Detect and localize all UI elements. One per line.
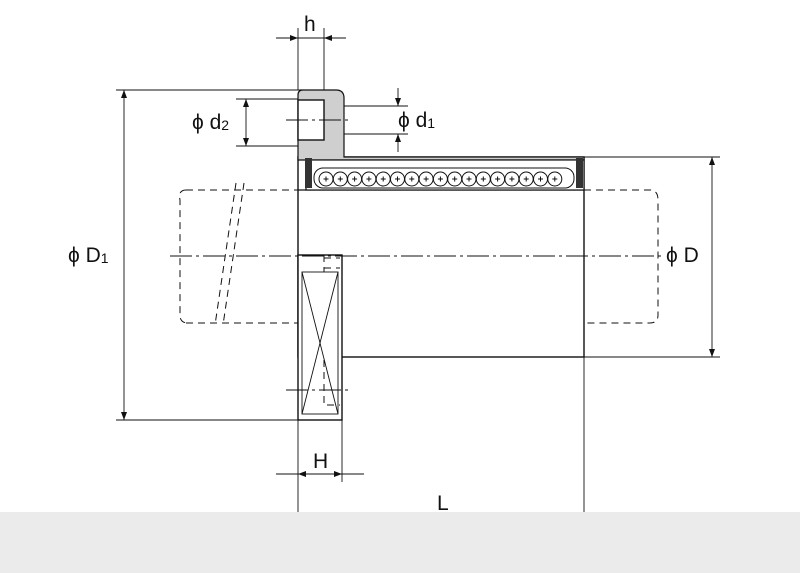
- footer-band: [0, 512, 800, 573]
- ball-center-mark: [409, 176, 415, 182]
- ball-center-mark: [366, 176, 372, 182]
- label-L: L: [437, 492, 449, 515]
- ball-center-mark: [509, 176, 515, 182]
- label-phi-d2-main: ϕ d: [192, 111, 221, 134]
- ball-center-mark: [523, 176, 529, 182]
- label-phi-d1: ϕ d1: [398, 109, 435, 132]
- center-lines: [170, 119, 664, 391]
- ball-center-mark: [452, 176, 458, 182]
- label-phi-D1: ϕ D1: [68, 244, 109, 267]
- dimension-d2: [236, 98, 298, 147]
- ball-center-mark: [380, 176, 386, 182]
- ball-center-mark: [352, 176, 358, 182]
- ball-center-mark: [323, 176, 329, 182]
- ball-center-mark: [538, 176, 543, 182]
- label-phi-D1-sub: 1: [101, 250, 109, 266]
- label-H: H: [313, 450, 328, 473]
- ball-center-mark: [495, 176, 501, 182]
- label-phi-d1-main: ϕ d: [398, 109, 427, 132]
- dimension-H: [276, 420, 364, 512]
- shaft-outline: [179, 182, 659, 326]
- label-phi-d2-sub: 2: [221, 117, 229, 133]
- ball-center-mark: [337, 176, 343, 182]
- flange-section-bottom: [297, 254, 343, 421]
- ball-center-mark: [480, 176, 486, 182]
- ball-center-mark: [395, 176, 400, 182]
- dimension-D: [584, 156, 720, 358]
- ball-row: [318, 171, 563, 187]
- label-phi-d1-sub: 1: [427, 115, 435, 131]
- ball-center-mark: [552, 176, 558, 182]
- ball-center-mark: [423, 176, 429, 182]
- ball-center-mark: [437, 176, 443, 182]
- dimension-h: [276, 28, 346, 90]
- ball-center-mark: [466, 176, 472, 182]
- label-phi-D1-main: ϕ D: [68, 244, 101, 267]
- label-h: h: [304, 13, 316, 36]
- dimension-d1: [344, 88, 408, 152]
- label-phi-D: ϕ D: [666, 244, 699, 267]
- dimension-D1: [116, 89, 300, 421]
- label-phi-d2: ϕ d2: [192, 111, 229, 134]
